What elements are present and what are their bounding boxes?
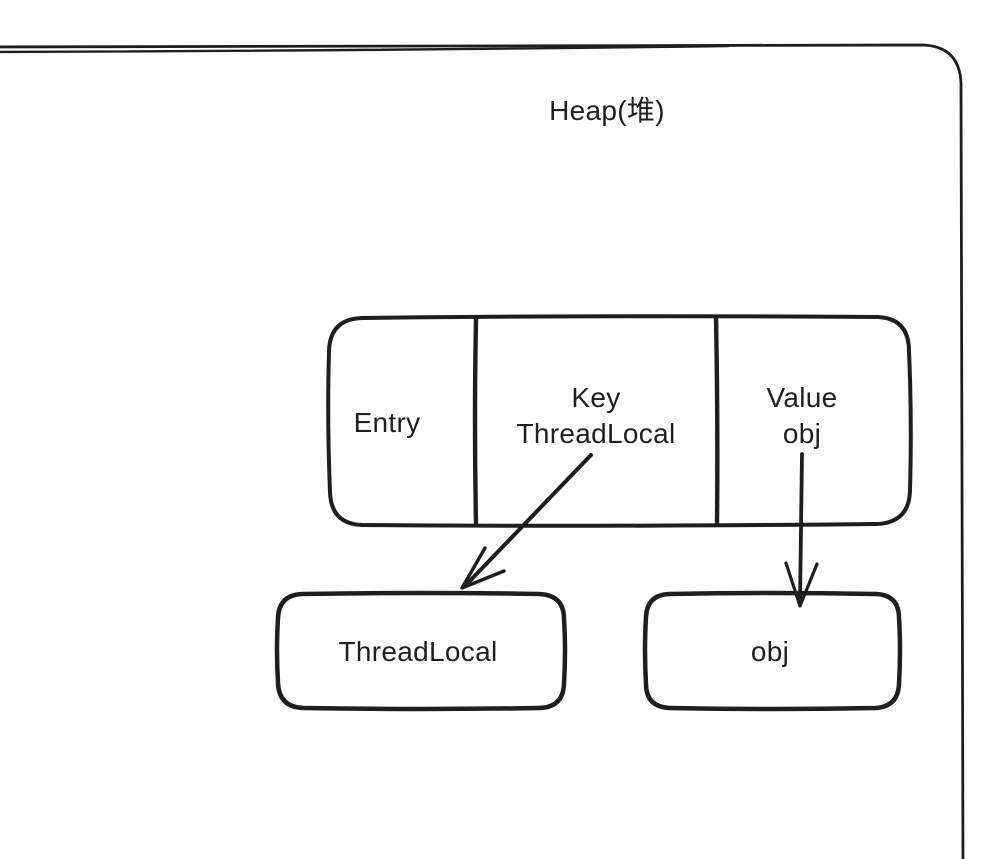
value-cell-line2: obj — [783, 418, 821, 449]
heap-container-overlap-stroke — [0, 44, 730, 54]
value-to-obj-arrow — [784, 452, 819, 608]
value-arrow-head — [784, 561, 819, 608]
key-arrow-head — [460, 546, 506, 590]
value-arrow-shaft — [798, 452, 804, 605]
threadlocal-node-label: ThreadLocal — [339, 636, 498, 667]
heap-container-border — [0, 43, 965, 859]
threadlocal-box — [274, 590, 568, 712]
heap-title: Heap(堆) — [549, 95, 665, 126]
value-cell-line1: Value — [766, 382, 837, 413]
entry-divider-1 — [472, 316, 479, 526]
entry-cell-label: Entry — [354, 407, 421, 438]
entry-divider-2 — [713, 315, 720, 526]
obj-box — [642, 590, 903, 712]
key-to-threadlocal-arrow — [460, 453, 593, 590]
obj-node-label: obj — [751, 636, 789, 667]
key-arrow-shaft — [464, 453, 593, 587]
key-cell-line1: Key — [571, 382, 620, 413]
entry-box — [326, 314, 913, 528]
key-cell-line2: ThreadLocal — [517, 418, 676, 449]
